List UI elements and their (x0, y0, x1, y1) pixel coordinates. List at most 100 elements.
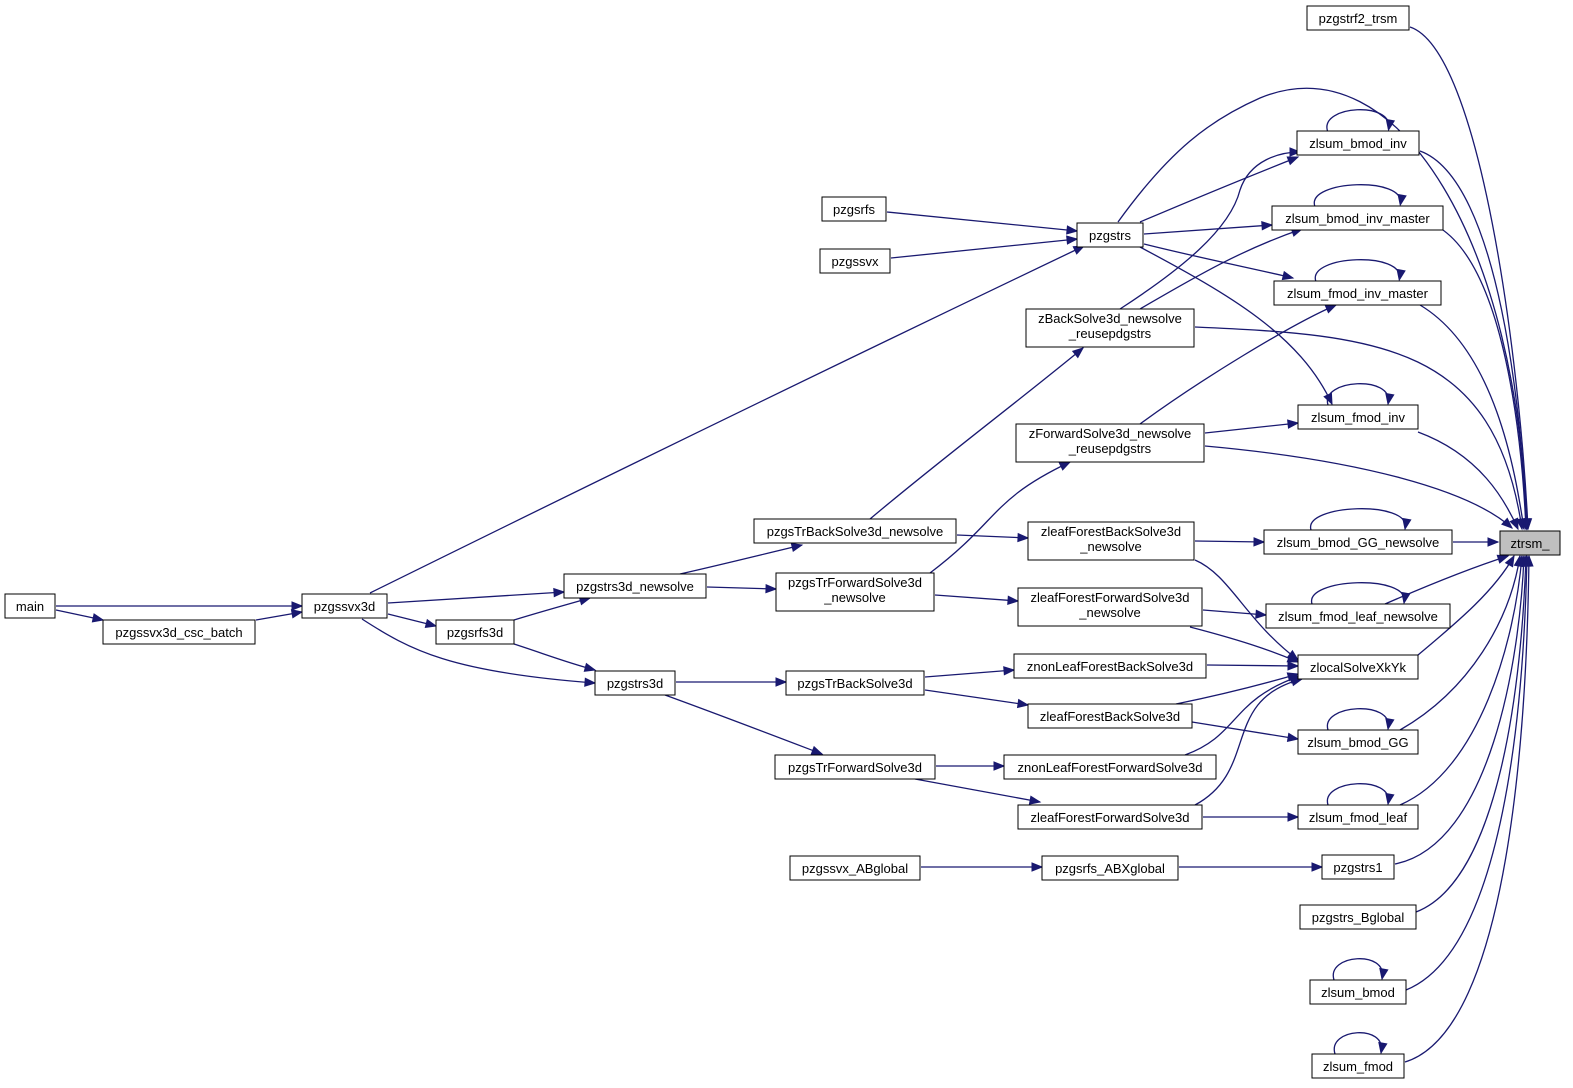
node-ztrsm[interactable]: ztrsm_ (1499, 530, 1561, 556)
node-box[interactable] (785, 670, 925, 696)
node-pzgssvx_ABglobal[interactable]: pzgssvx_ABglobal (789, 855, 921, 881)
node-zBackSolve3d[interactable]: zBackSolve3d_newsolve_reusepdgstrs (1025, 308, 1195, 348)
node-box[interactable] (1027, 521, 1195, 561)
node-zlsum_fmod[interactable]: zlsum_fmod (1311, 1053, 1405, 1079)
node-pzgsrfs_ABXglobal[interactable]: pzgsrfs_ABXglobal (1041, 855, 1179, 881)
node-zlsum_fmod_inv_master[interactable]: zlsum_fmod_inv_master (1273, 280, 1442, 306)
node-pzgsTrBackSolve3d_newsolve[interactable]: pzgsTrBackSolve3d_newsolve (753, 518, 957, 544)
edge-line (1405, 555, 1528, 991)
node-pzgssvx3d[interactable]: pzgssvx3d (301, 593, 388, 619)
node-znonLeafForestBackSolve3d[interactable]: znonLeafForestBackSolve3d (1013, 653, 1207, 679)
node-box[interactable] (821, 196, 887, 222)
node-box[interactable] (435, 619, 515, 645)
edge-zlsum_bmod_inv_master-to-zlsum_bmod_inv_master (1314, 184, 1407, 207)
node-box[interactable] (1297, 804, 1419, 830)
node-box[interactable] (1296, 130, 1420, 156)
node-label: pzgsrfs (833, 202, 875, 217)
node-box[interactable] (1299, 904, 1417, 930)
node-box[interactable] (563, 573, 707, 599)
node-zlsum_bmod_inv_master[interactable]: zlsum_bmod_inv_master (1271, 205, 1444, 231)
edge-line (679, 544, 803, 575)
node-box[interactable] (1499, 530, 1561, 556)
node-pzgstrs[interactable]: pzgstrs (1076, 222, 1144, 248)
node-pzgstrs_Bglobal[interactable]: pzgstrs_Bglobal (1299, 904, 1417, 930)
node-box[interactable] (301, 593, 388, 619)
node-box[interactable] (1041, 855, 1179, 881)
node-box[interactable] (1297, 729, 1419, 755)
node-zleafForestForwardSolve3d[interactable]: zleafForestForwardSolve3d (1017, 804, 1203, 830)
node-box[interactable] (594, 670, 676, 696)
node-box[interactable] (1297, 404, 1419, 430)
node-label: pzgstrs_Bglobal (1312, 910, 1405, 925)
edge-line (1194, 326, 1523, 530)
node-zForwardSolve3d[interactable]: zForwardSolve3d_newsolve_reusepdgstrs (1015, 423, 1205, 463)
node-zlsum_bmod_inv[interactable]: zlsum_bmod_inv (1296, 130, 1420, 156)
node-box[interactable] (1003, 754, 1217, 780)
node-label: pzgsTrBackSolve3d_newsolve (767, 524, 944, 539)
edge-pzgssvx3d-to-pzgstrs3d (361, 618, 597, 687)
node-box[interactable] (819, 248, 891, 274)
node-znonLeafForestForwardSolve3d[interactable]: znonLeafForestForwardSolve3d (1003, 754, 1217, 780)
node-pzgsrfs[interactable]: pzgsrfs (821, 196, 887, 222)
node-box[interactable] (1017, 804, 1203, 830)
edge-zBackSolve3d-to-zlsum_bmod_inv (1119, 147, 1302, 310)
arrowhead-icon (583, 662, 597, 672)
node-pzgstrs1[interactable]: pzgstrs1 (1321, 854, 1395, 880)
node-box[interactable] (1025, 308, 1195, 348)
node-box[interactable] (753, 518, 957, 544)
node-box[interactable] (1265, 603, 1451, 629)
node-label: _newsolve (823, 590, 885, 605)
node-zleafForestBackSolve3d_newsolve[interactable]: zleafForestBackSolve3d_newsolve (1027, 521, 1195, 561)
node-box[interactable] (1306, 5, 1410, 31)
edge-pzgsTrForwardSolve3d-to-znonLeafForestForwardSolve3d (936, 761, 1006, 771)
node-label: zlsum_bmod_GG (1307, 735, 1408, 750)
node-box[interactable] (1271, 205, 1444, 231)
node-box[interactable] (775, 572, 935, 612)
node-box[interactable] (1297, 654, 1419, 680)
node-pzgstrf2_trsm[interactable]: pzgstrf2_trsm (1306, 5, 1410, 31)
node-box[interactable] (1321, 854, 1395, 880)
node-pzgstrs3d[interactable]: pzgstrs3d (594, 670, 676, 696)
node-box[interactable] (1027, 703, 1193, 729)
node-box[interactable] (774, 754, 936, 780)
node-zlocalSolveXkYk[interactable]: zlocalSolveXkYk (1297, 654, 1419, 680)
edge-line (1204, 422, 1299, 434)
node-box[interactable] (1015, 423, 1205, 463)
node-zleafForestBackSolve3d[interactable]: zleafForestBackSolve3d (1027, 703, 1193, 729)
node-pzgssvx3d_csc_batch[interactable]: pzgssvx3d_csc_batch (102, 619, 256, 645)
node-box[interactable] (1273, 280, 1442, 306)
node-zlsum_bmod_GG[interactable]: zlsum_bmod_GG (1297, 729, 1419, 755)
node-pzgstrs3d_newsolve[interactable]: pzgstrs3d_newsolve (563, 573, 707, 599)
edge-line (387, 591, 565, 604)
node-box[interactable] (1017, 587, 1203, 627)
edge-line (924, 689, 1029, 706)
node-box[interactable] (1309, 979, 1407, 1005)
node-box[interactable] (1076, 222, 1144, 248)
node-pzgsrfs3d[interactable]: pzgsrfs3d (435, 619, 515, 645)
node-pzgssvx[interactable]: pzgssvx (819, 248, 891, 274)
node-zlsum_bmod[interactable]: zlsum_bmod (1309, 979, 1407, 1005)
edge-line (664, 694, 823, 755)
edge-line (1311, 582, 1405, 605)
node-box[interactable] (1013, 653, 1207, 679)
node-pzgsTrForwardSolve3d[interactable]: pzgsTrForwardSolve3d (774, 754, 936, 780)
arrowhead-icon (1028, 795, 1042, 805)
node-pzgsTrBackSolve3d[interactable]: pzgsTrBackSolve3d (785, 670, 925, 696)
node-zlsum_bmod_GG_newsolve[interactable]: zlsum_bmod_GG_newsolve (1263, 529, 1453, 555)
node-main[interactable]: main (4, 593, 56, 619)
node-box[interactable] (4, 593, 56, 619)
node-box[interactable] (1311, 1053, 1405, 1079)
edge-zleafForestBackSolve3d-to-zlsum_bmod_GG (1191, 721, 1300, 743)
node-layer: ztrsm_ pzgstrf2_trsm zlsum_bmod_inv zlsum_b… (4, 5, 1561, 1079)
node-box[interactable] (789, 855, 921, 881)
node-zlsum_fmod_leaf[interactable]: zlsum_fmod_leaf (1297, 804, 1419, 830)
node-pzgsTrForwardSolve3d_newsolve[interactable]: pzgsTrForwardSolve3d_newsolve (775, 572, 935, 612)
node-box[interactable] (102, 619, 256, 645)
node-zlsum_fmod_inv[interactable]: zlsum_fmod_inv (1297, 404, 1419, 430)
arrowhead-icon (1007, 595, 1020, 605)
node-label: pzgstrf2_trsm (1319, 11, 1398, 26)
node-zleafForestForwardSolve3d_newsolve[interactable]: zleafForestForwardSolve3d_newsolve (1017, 587, 1203, 627)
node-zlsum_fmod_leaf_newsolve[interactable]: zlsum_fmod_leaf_newsolve (1265, 603, 1451, 629)
edge-pzgstrf2_trsm-to-ztrsm (1409, 26, 1533, 531)
node-box[interactable] (1263, 529, 1453, 555)
